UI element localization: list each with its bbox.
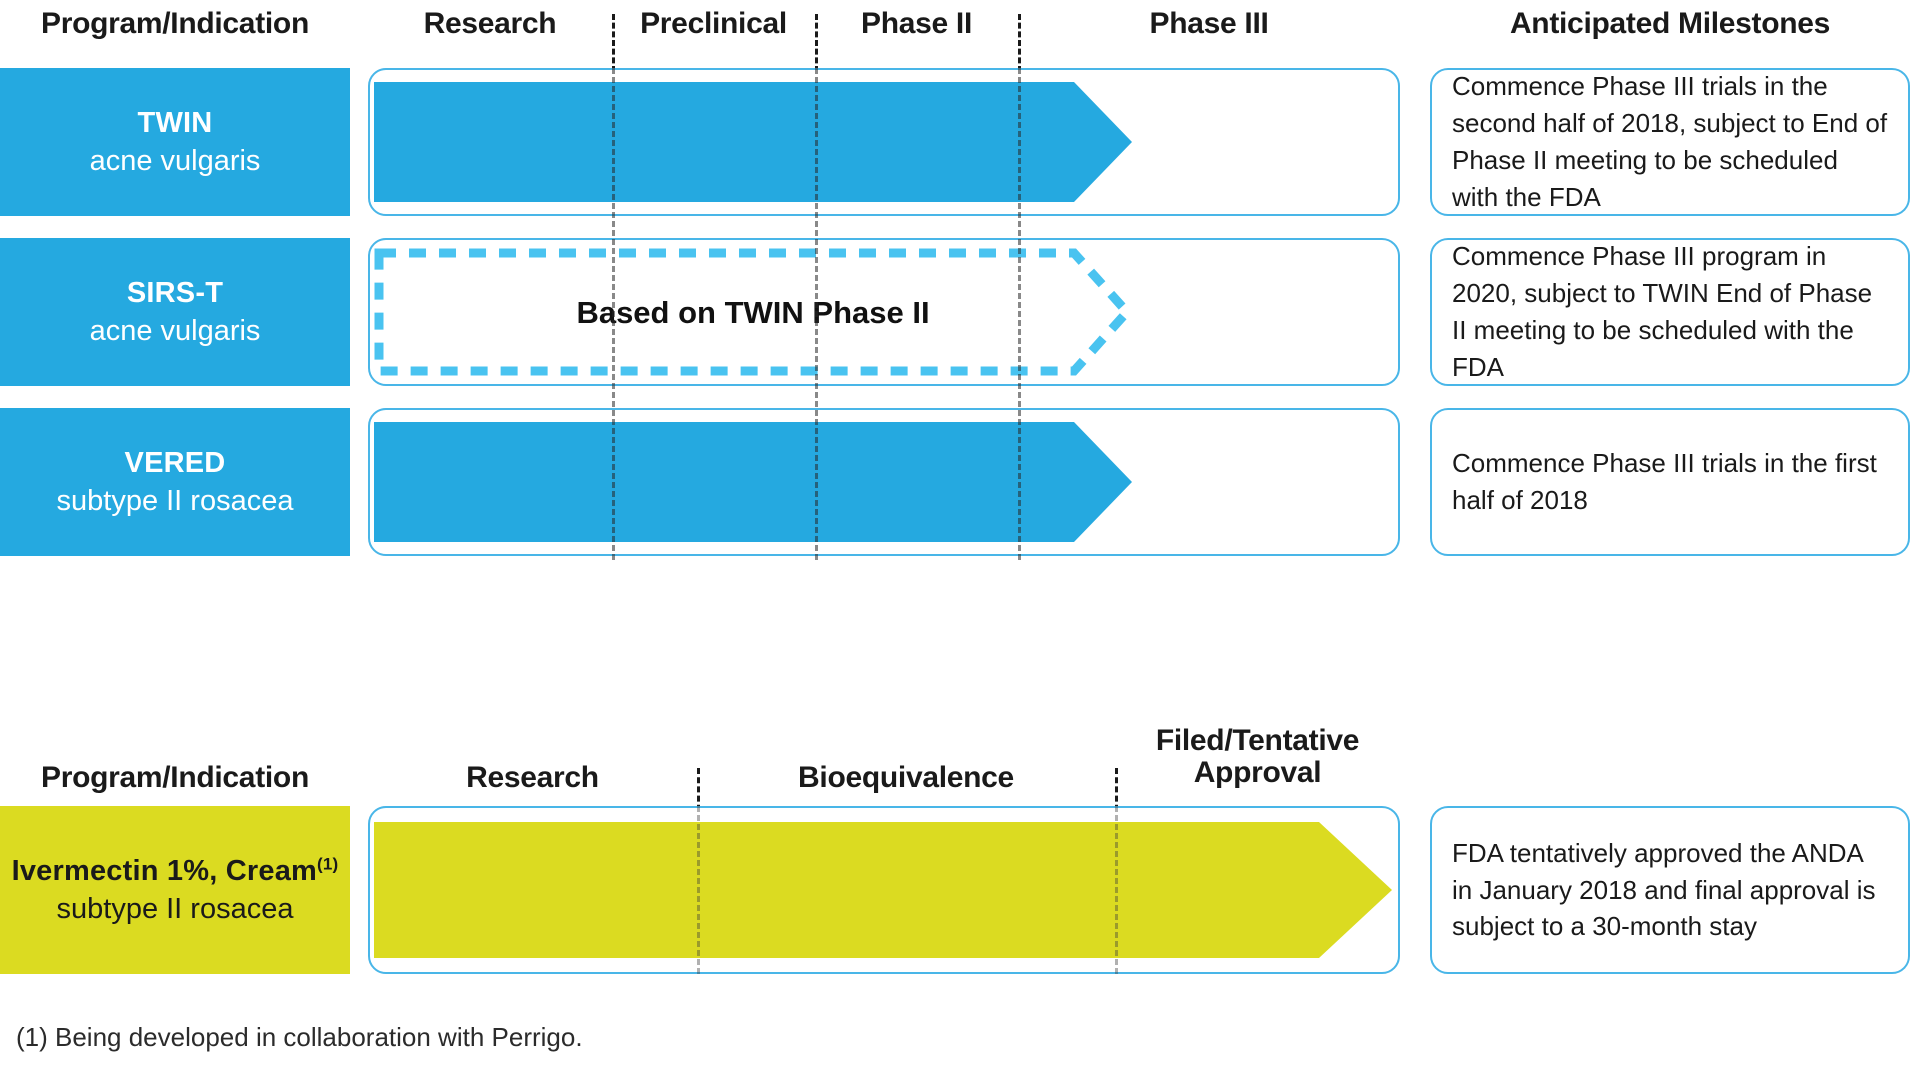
program-indication: subtype II rosacea bbox=[56, 485, 294, 517]
header-filed-tentative-approval: Filed/Tentative Approval bbox=[1155, 724, 1360, 790]
divider-bioequivalence-filed bbox=[1115, 768, 1118, 820]
milestone-box-sirs-t: Commence Phase III program in 2020, subj… bbox=[1430, 238, 1910, 386]
program-box-sirs-t: SIRS-T acne vulgaris bbox=[0, 238, 350, 386]
footnote-text: (1) Being developed in collaboration wit… bbox=[16, 1022, 583, 1052]
progress-arrow-ivermectin bbox=[374, 822, 1392, 958]
header-research-generic: Research bbox=[466, 761, 599, 794]
milestone-box-ivermectin: FDA tentatively approved the ANDA in Jan… bbox=[1430, 806, 1910, 974]
milestone-text: Commence Phase III trials in the first h… bbox=[1452, 448, 1877, 515]
program-name: Ivermectin 1%, Cream(1) bbox=[11, 854, 339, 887]
progress-arrow-sirs-t bbox=[374, 248, 1132, 376]
divider-bioequivalence-filed-body bbox=[1115, 806, 1118, 974]
divider-phaseii-phaseiii-body bbox=[1018, 68, 1021, 560]
program-name: VERED bbox=[124, 446, 226, 479]
program-box-ivermectin: Ivermectin 1%, Cream(1) subtype II rosac… bbox=[0, 806, 350, 974]
divider-phaseii-phaseiii bbox=[1018, 14, 1021, 72]
program-box-vered: VERED subtype II rosacea bbox=[0, 408, 350, 556]
header-program-indication: Program/Indication bbox=[41, 7, 309, 40]
divider-preclinical-phaseii bbox=[815, 14, 818, 72]
divider-research-preclinical bbox=[612, 14, 615, 72]
header-program-indication-generic: Program/Indication bbox=[41, 761, 309, 794]
milestone-text: Commence Phase III program in 2020, subj… bbox=[1452, 241, 1873, 382]
program-indication: subtype II rosacea bbox=[56, 893, 294, 925]
program-box-twin: TWIN acne vulgaris bbox=[0, 68, 350, 216]
milestone-text: Commence Phase III trials in the second … bbox=[1452, 71, 1888, 212]
header-phase-iii: Phase III bbox=[1149, 7, 1269, 40]
track-sirs-t bbox=[368, 238, 1400, 386]
program-indication: acne vulgaris bbox=[89, 145, 261, 177]
divider-preclinical-phaseii-body bbox=[815, 68, 818, 560]
divider-research-bioequivalence bbox=[697, 768, 700, 820]
program-indication: acne vulgaris bbox=[89, 315, 261, 347]
header-anticipated-milestones: Anticipated Milestones bbox=[1509, 7, 1831, 40]
header-research: Research bbox=[423, 7, 557, 40]
program-name: SIRS-T bbox=[126, 276, 224, 309]
progress-arrow-vered bbox=[374, 422, 1132, 542]
bar-label-sirs-t: Based on TWIN Phase II bbox=[576, 295, 930, 330]
progress-arrow-twin bbox=[374, 82, 1132, 202]
milestone-text: FDA tentatively approved the ANDA in Jan… bbox=[1452, 837, 1876, 942]
header-preclinical: Preclinical bbox=[640, 7, 787, 40]
milestone-box-vered: Commence Phase III trials in the first h… bbox=[1430, 408, 1910, 556]
header-phase-ii: Phase II bbox=[861, 7, 972, 40]
divider-research-bioequivalence-body bbox=[697, 806, 700, 974]
divider-research-preclinical-body bbox=[612, 68, 615, 560]
milestone-box-twin: Commence Phase III trials in the second … bbox=[1430, 68, 1910, 216]
program-name: TWIN bbox=[137, 106, 213, 139]
program-footnote-marker: (1) bbox=[317, 854, 339, 874]
header-bioequivalence: Bioequivalence bbox=[798, 761, 1014, 794]
